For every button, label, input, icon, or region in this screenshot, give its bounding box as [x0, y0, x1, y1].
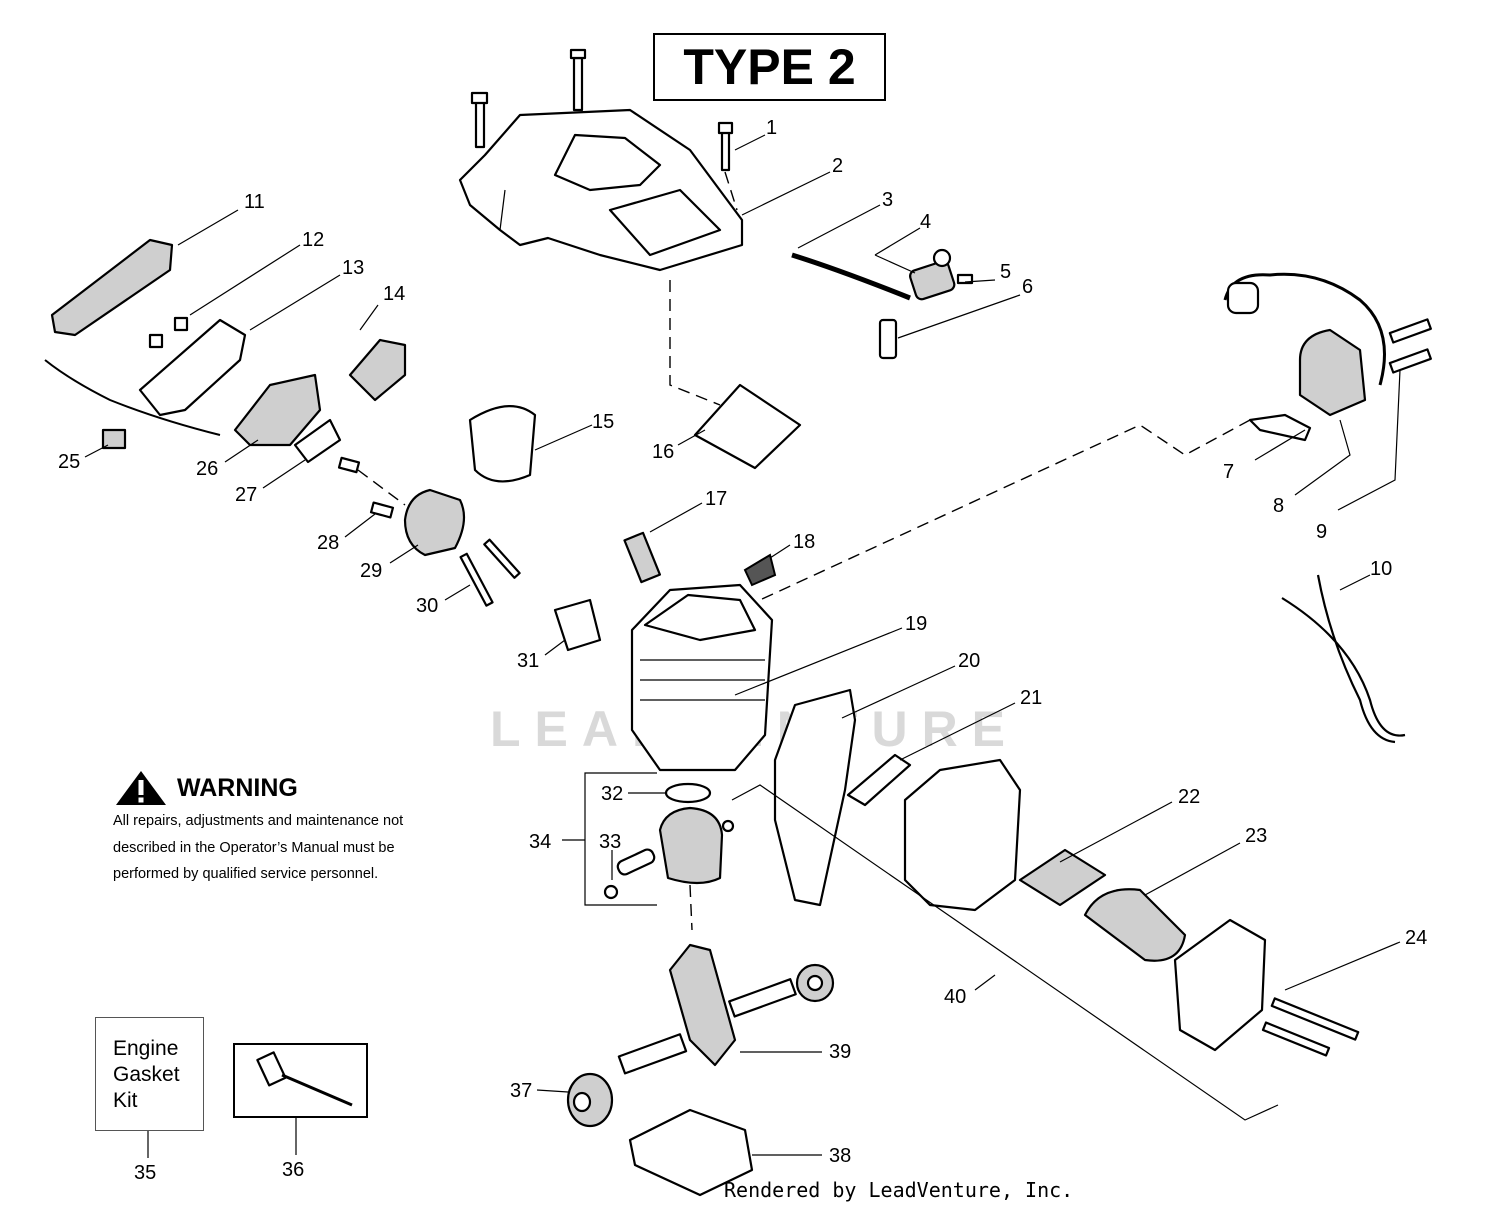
- part-15-boot: [468, 405, 537, 483]
- warning-triangle-icon: [116, 771, 166, 805]
- part-36-tool: [256, 1051, 353, 1107]
- callout-8: 8: [1273, 495, 1284, 517]
- part-21-muffler-gasket: [846, 753, 912, 807]
- callout-11: 11: [244, 191, 265, 213]
- part-1-screws: [470, 48, 738, 211]
- callout-13: 13: [342, 257, 364, 279]
- callout-12: 12: [302, 229, 324, 251]
- tool-box: [233, 1043, 368, 1118]
- part-10-wires: [1281, 574, 1406, 744]
- callout-27: 27: [235, 484, 257, 506]
- callout-29: 29: [360, 560, 382, 582]
- warning-heading: WARNING: [115, 770, 298, 806]
- callout-5: 5: [1000, 261, 1011, 283]
- callout-21: 21: [1020, 687, 1042, 709]
- callout-31: 31: [517, 650, 539, 672]
- callout-26: 26: [196, 458, 218, 480]
- callout-17: 17: [705, 488, 727, 510]
- callout-4: 4: [920, 211, 931, 233]
- callout-28: 28: [317, 532, 339, 554]
- callout-16: 16: [652, 441, 674, 463]
- part-11-air-filter: [50, 238, 174, 337]
- part-26-carburetor: [233, 373, 322, 447]
- callout-25: 25: [58, 451, 80, 473]
- callout-14: 14: [383, 283, 405, 305]
- part-38-crankcase: [628, 1108, 754, 1197]
- type-label: TYPE 2: [653, 33, 886, 101]
- callout-20: 20: [958, 650, 980, 672]
- callout-24: 24: [1405, 927, 1427, 949]
- part-25-grommet: [101, 428, 127, 450]
- callout-38: 38: [829, 1145, 851, 1167]
- part-17-spark-plug: [623, 531, 661, 584]
- part-27-gasket: [293, 418, 342, 464]
- leader-lines: [84, 134, 1401, 1158]
- warning-text: All repairs, adjustments and maintenance…: [113, 813, 404, 882]
- part-22-baffle: [1018, 848, 1107, 907]
- callout-2: 2: [832, 155, 843, 177]
- part-3-fuel-line: [791, 252, 911, 301]
- callout-19: 19: [905, 613, 927, 635]
- part-16-decal: [693, 383, 802, 470]
- part-6-fuel-filter: [878, 318, 898, 360]
- callout-15: 15: [592, 411, 614, 433]
- callout-9: 9: [1316, 521, 1327, 543]
- part-29-intake-flange: [337, 456, 521, 607]
- callout-30: 30: [416, 595, 438, 617]
- callout-37: 37: [510, 1080, 532, 1102]
- callout-6: 6: [1022, 276, 1033, 298]
- part-2-cylinder-cover: [458, 108, 744, 272]
- callout-10: 10: [1370, 558, 1392, 580]
- callout-3: 3: [882, 189, 893, 211]
- callout-1: 1: [766, 117, 777, 139]
- muffler-body: [903, 758, 1022, 912]
- warning-heading-text: WARNING: [177, 773, 298, 802]
- part-19-cylinder: [630, 583, 774, 772]
- footer-credit: Rendered by LeadVenture, Inc.: [724, 1178, 1074, 1202]
- callout-7: 7: [1223, 461, 1234, 483]
- callout-35: 35: [134, 1162, 156, 1184]
- callout-39: 39: [829, 1041, 851, 1063]
- part-18-spark-cap: [743, 553, 777, 587]
- callout-34: 34: [529, 831, 551, 853]
- callout-23: 23: [1245, 825, 1267, 847]
- part-37-bearing: [566, 1072, 614, 1128]
- callout-33: 33: [599, 831, 621, 853]
- part-14-intake-elbow: [348, 338, 407, 402]
- callout-22: 22: [1178, 786, 1200, 808]
- part-24-muffler-cover: [1173, 918, 1360, 1057]
- callout-18: 18: [793, 531, 815, 553]
- callout-36: 36: [282, 1159, 304, 1181]
- part-34-piston-assembly: [584, 772, 735, 931]
- part-39-crankshaft: [617, 943, 835, 1075]
- part-40-bracket: [731, 784, 1279, 1121]
- callout-40: 40: [944, 986, 966, 1008]
- part-13-throttle-housing: [44, 316, 247, 436]
- part-31-gasket: [553, 598, 602, 652]
- callout-32: 32: [601, 783, 623, 805]
- part-8-ignition-module: [1223, 272, 1432, 442]
- part-20-heat-shield: [773, 688, 857, 907]
- callout-numbers: 1 2 3 4 5 6 7 8 9 10 11 12 13 14 15 16 1…: [58, 117, 1427, 1184]
- part-4-fitting: [909, 248, 974, 301]
- part-23-spark-screen: [1083, 888, 1187, 962]
